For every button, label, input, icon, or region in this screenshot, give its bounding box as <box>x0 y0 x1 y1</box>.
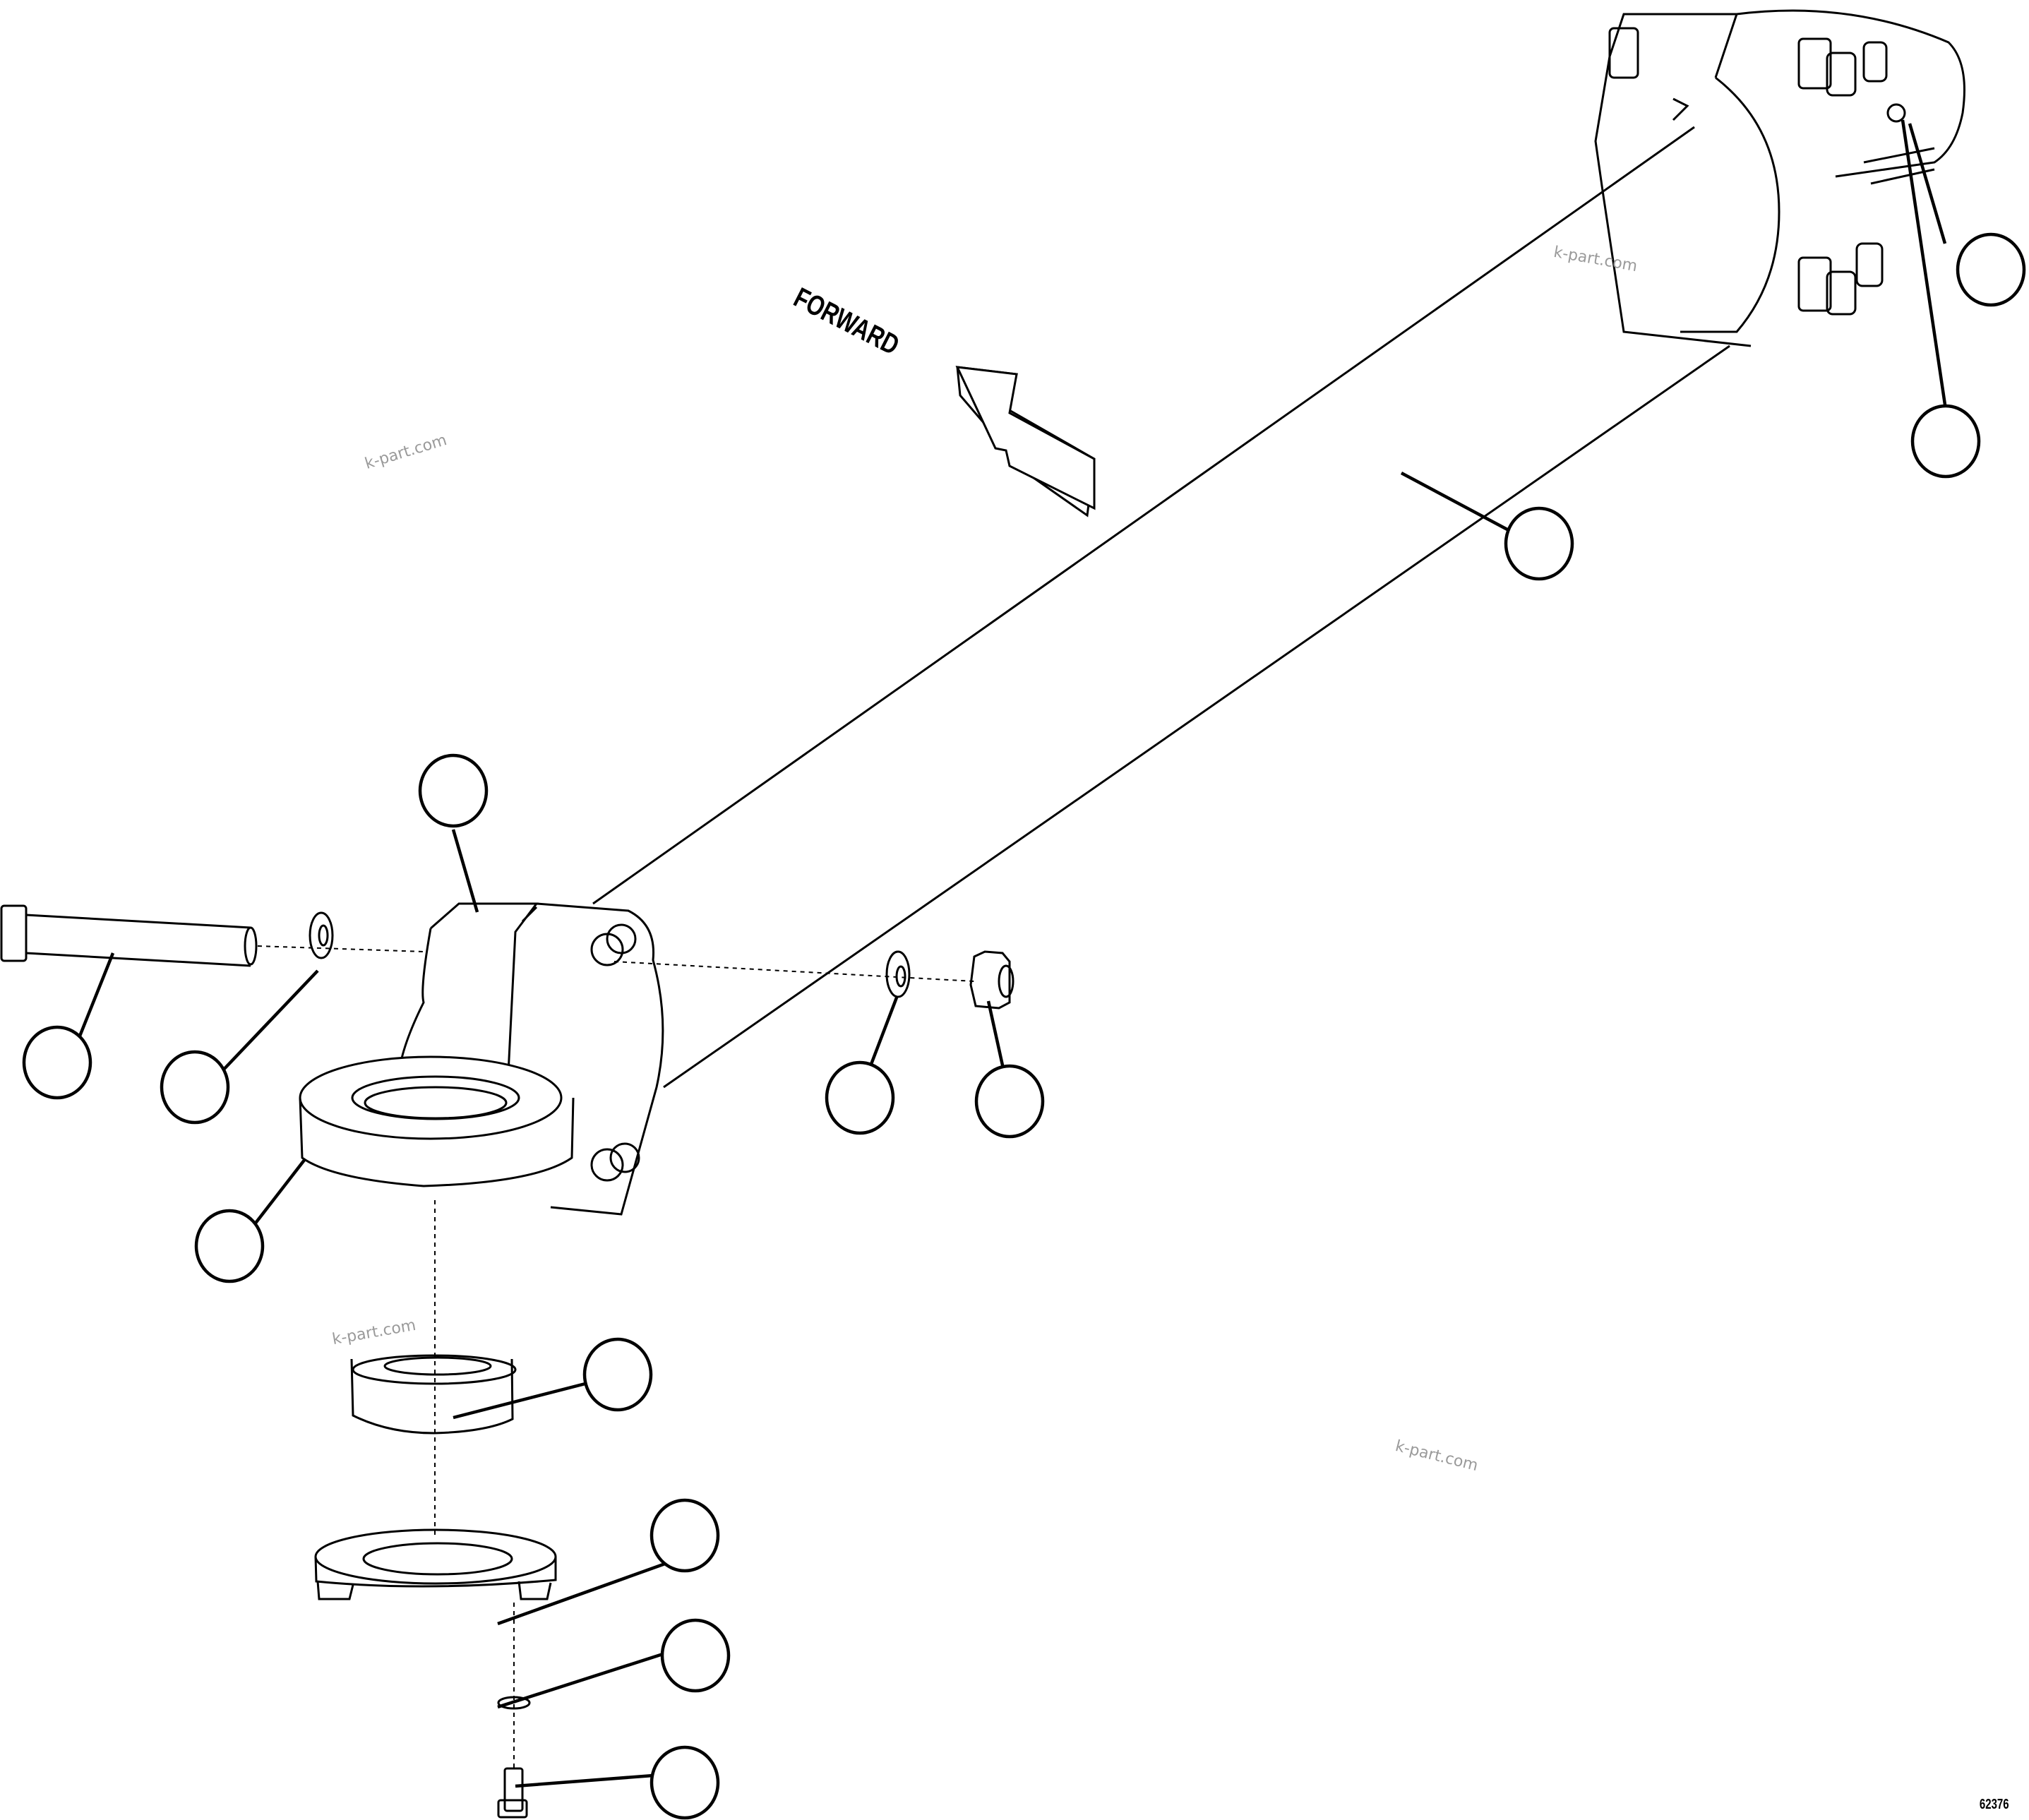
figure-number: 62376 <box>1980 1797 2009 1812</box>
clamp-housing <box>397 902 664 1216</box>
assembly-lines <box>257 945 975 1768</box>
callout-10[interactable] <box>582 1337 653 1412</box>
lock-nut <box>969 950 1014 1010</box>
ball-socket-housing <box>299 1055 575 1187</box>
callout-4[interactable] <box>418 753 489 828</box>
washer-left <box>309 911 334 959</box>
tube-end-housing-right <box>1594 9 1965 347</box>
callout-1[interactable] <box>1956 232 2026 307</box>
callout-leaders <box>67 119 1948 1788</box>
bolt <box>0 904 258 967</box>
grease-fitting <box>1886 103 1906 123</box>
forward-arrow: FORWARD <box>789 282 1096 517</box>
callout-8[interactable] <box>974 1064 1045 1139</box>
forward-label: FORWARD <box>789 282 904 361</box>
callout-6[interactable] <box>160 1050 230 1125</box>
callout-7[interactable] <box>825 1060 895 1135</box>
callout-13[interactable] <box>650 1745 720 1820</box>
callout-9[interactable] <box>194 1209 265 1283</box>
callout-11[interactable] <box>650 1498 720 1573</box>
cap-screw <box>497 1767 528 1819</box>
washer-right <box>885 950 911 998</box>
callout-12[interactable] <box>660 1618 731 1693</box>
callout-3[interactable] <box>1504 506 1574 581</box>
callout-5[interactable] <box>22 1025 92 1100</box>
ball-joint-bushing <box>350 1354 517 1435</box>
drag-link-tube <box>592 126 1730 1089</box>
retainer-plate <box>314 1528 557 1600</box>
callouts <box>22 232 2026 1820</box>
callout-2[interactable] <box>1910 404 1981 479</box>
